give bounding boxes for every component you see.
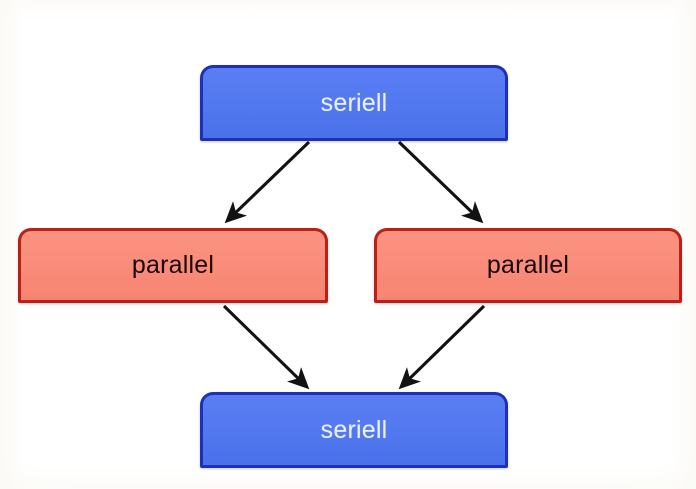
node-left-parallel-label: parallel [131, 251, 215, 279]
node-bottom-serial[interactable]: seriell [200, 392, 508, 468]
node-top-serial[interactable]: seriell [200, 65, 508, 141]
edge-top-to-left [224, 140, 311, 224]
node-left-parallel[interactable]: parallel [18, 228, 328, 303]
edge-top-to-right [397, 140, 484, 224]
node-right-parallel-label: parallel [486, 251, 570, 279]
edge-left-to-bottom [222, 304, 310, 390]
node-top-serial-label: seriell [320, 88, 388, 117]
node-right-parallel[interactable]: parallel [374, 228, 682, 303]
node-bottom-serial-label: seriell [320, 415, 388, 444]
edge-right-to-bottom [398, 304, 486, 390]
